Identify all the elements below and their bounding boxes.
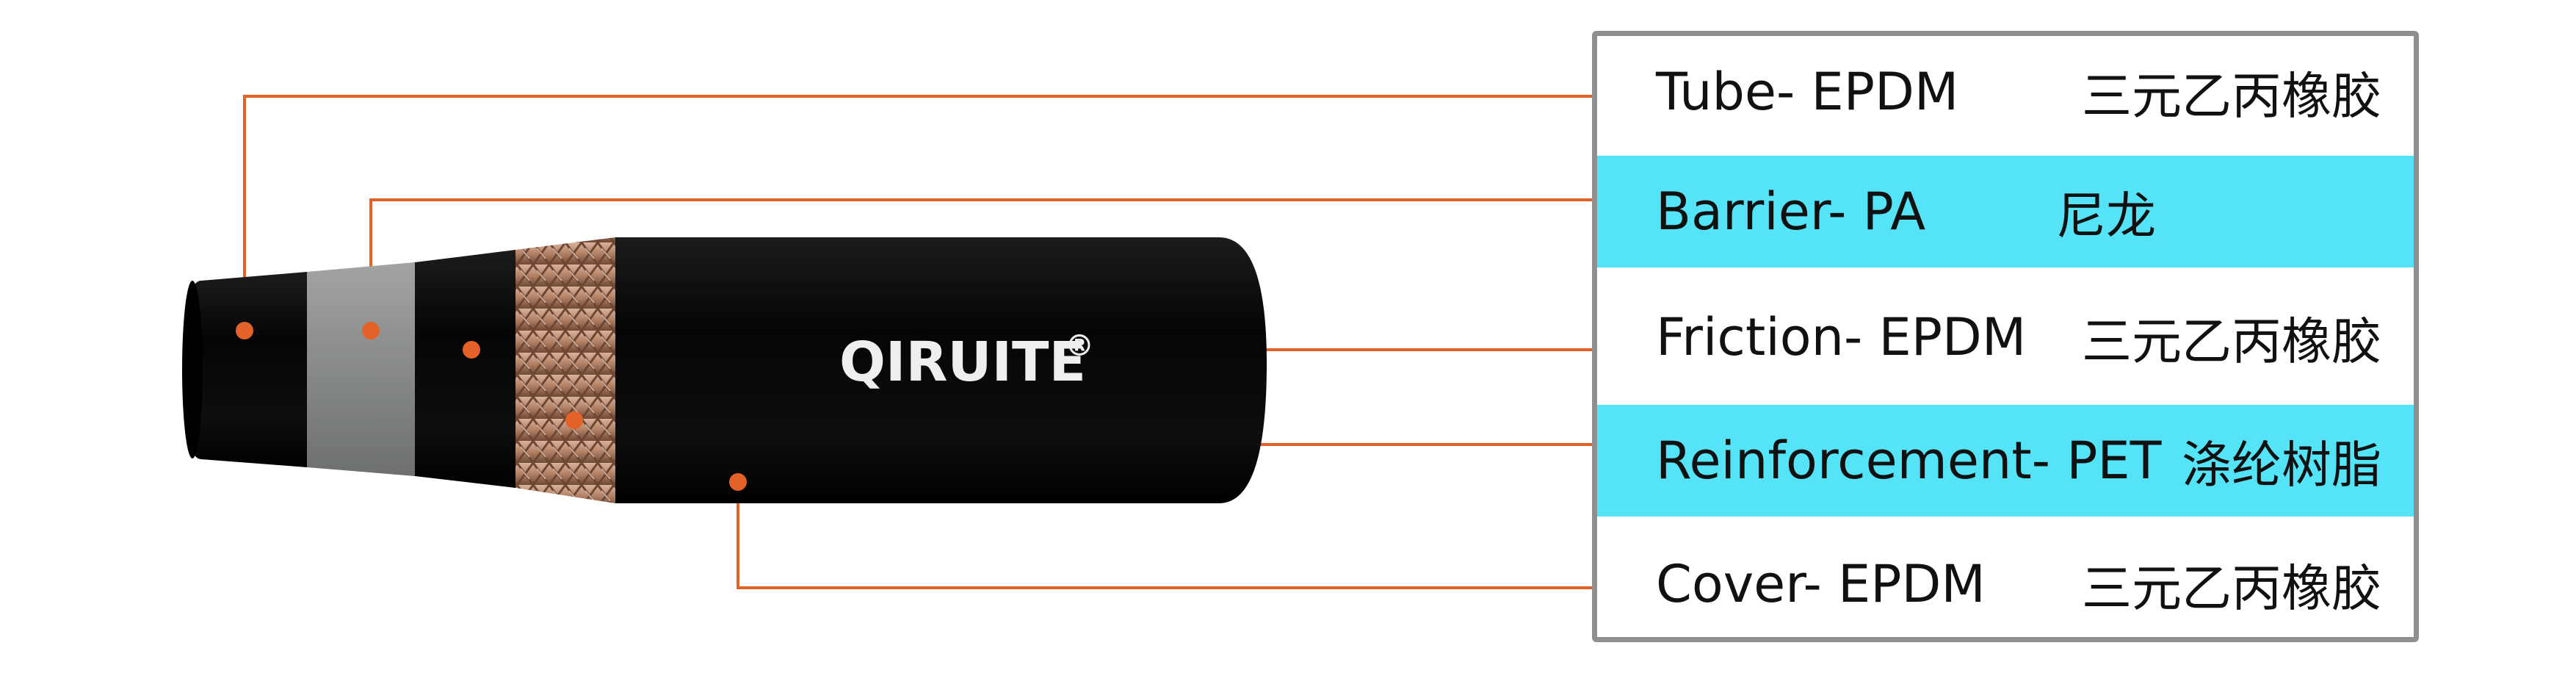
layer-spec-panel: Tube- EPDM 三元乙丙橡胶 Barrier- PA 尼龙 Frictio… — [1592, 31, 2419, 642]
brand-logo: QIRUITE ® — [839, 329, 1094, 394]
marker-dot-cover — [729, 473, 747, 491]
marker-dot-barrier — [362, 322, 380, 339]
friction-label: Friction- EPDM — [1656, 307, 2027, 367]
barrier-label: Barrier- PA — [1656, 181, 1926, 242]
spec-row-friction: Friction- EPDM 三元乙丙橡胶 — [1597, 281, 2414, 393]
friction-material-cn: 三元乙丙橡胶 — [2081, 313, 2381, 372]
tube-material-cn: 三元乙丙橡胶 — [2081, 68, 2381, 126]
tube-layer — [184, 272, 307, 467]
spec-row-barrier: Barrier- PA 尼龙 — [1597, 156, 2414, 267]
spec-row-reinforcement: Reinforcement- PET 涤纶树脂 — [1597, 405, 2414, 517]
leader-line-cover — [737, 482, 1592, 589]
marker-dots — [236, 322, 747, 491]
friction-layer — [394, 250, 515, 488]
marker-dot-reinforcement — [565, 411, 583, 429]
brand-logo-text: QIRUITE — [839, 331, 1086, 394]
cover-layer — [615, 237, 1267, 503]
spec-row-tube: Tube- EPDM 三元乙丙橡胶 — [1597, 36, 2414, 148]
marker-dot-tube — [236, 322, 253, 339]
barrier-material-cn: 尼龙 — [2056, 187, 2157, 246]
hose-body — [182, 237, 1267, 503]
marker-dot-friction — [463, 341, 480, 359]
registered-mark: ® — [1065, 329, 1094, 363]
reinforcement-material-cn: 涤纶树脂 — [2181, 436, 2381, 495]
barrier-layer — [288, 262, 415, 476]
reinforcement-layer — [492, 237, 615, 503]
cover-label: Cover- EPDM — [1656, 554, 1986, 614]
cover-material-cn: 三元乙丙橡胶 — [2081, 560, 2381, 619]
tube-label: Tube- EPDM — [1656, 62, 1959, 122]
reinforcement-label: Reinforcement- PET — [1656, 431, 2162, 491]
tube-opening — [182, 281, 203, 458]
leader-line-tube — [243, 95, 1592, 331]
spec-row-cover: Cover- EPDM 三元乙丙橡胶 — [1597, 528, 2414, 637]
